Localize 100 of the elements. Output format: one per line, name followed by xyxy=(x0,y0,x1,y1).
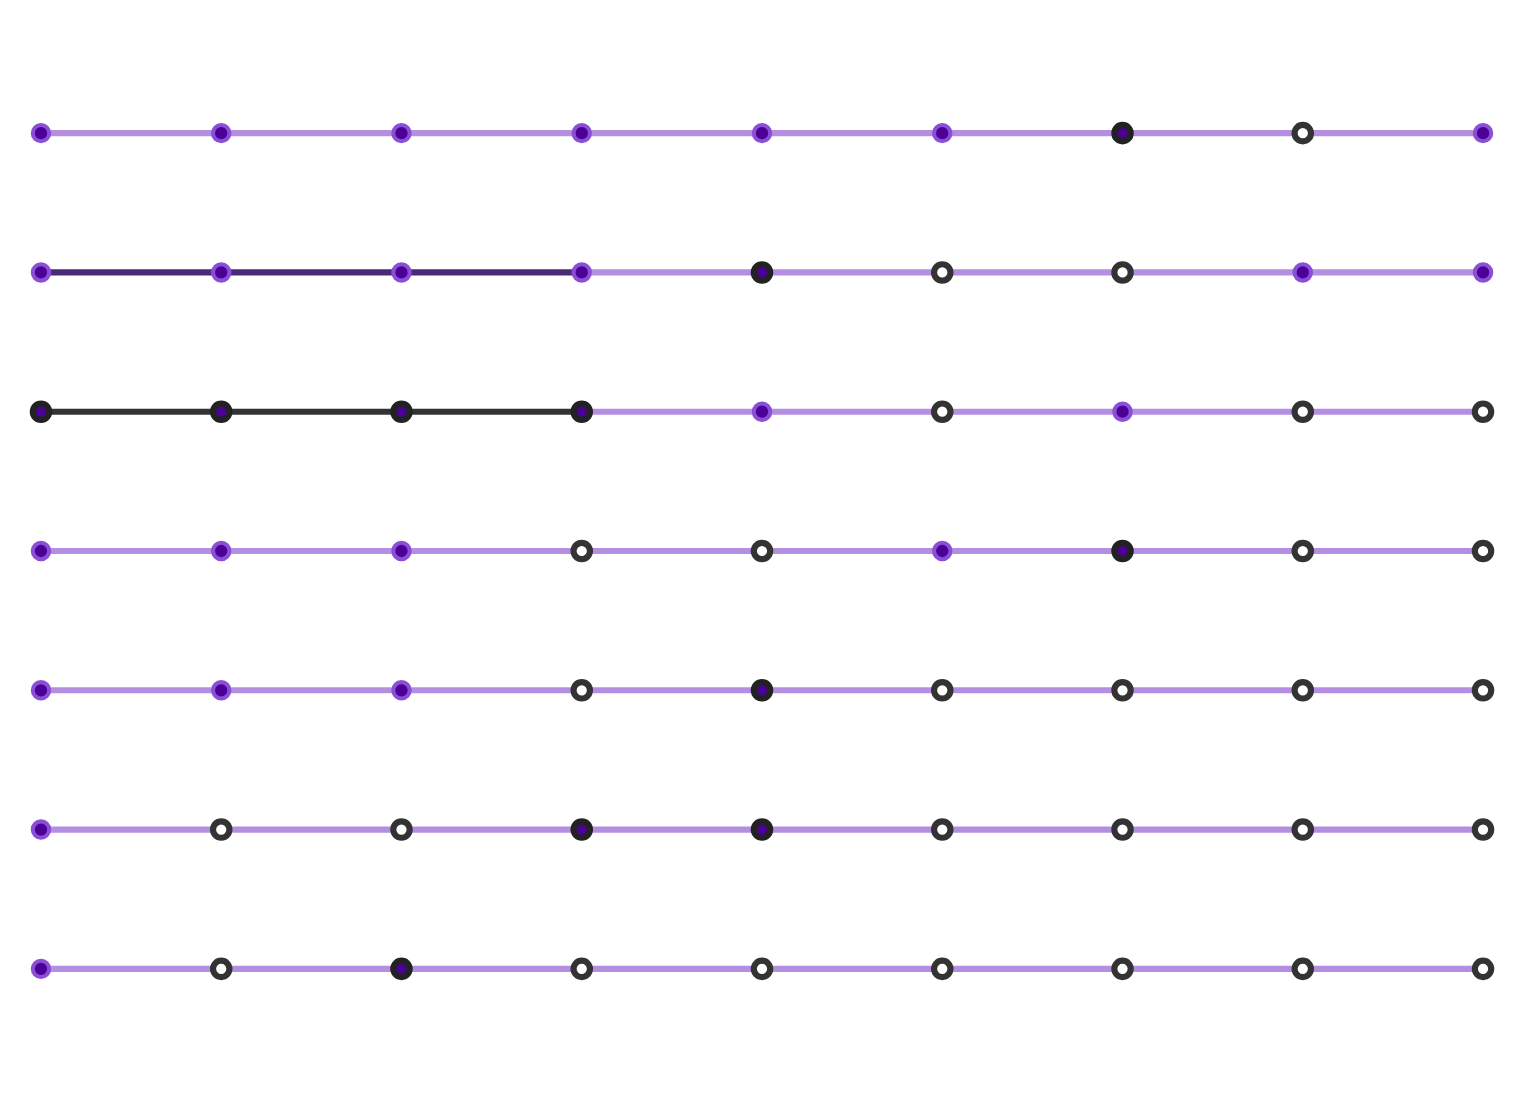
connector xyxy=(49,269,214,276)
node-circle xyxy=(570,957,593,981)
connector xyxy=(589,269,754,276)
connector xyxy=(1130,547,1295,555)
node-circle xyxy=(570,400,593,423)
connector xyxy=(589,547,754,555)
connector xyxy=(229,408,394,415)
node-circle xyxy=(1471,679,1495,702)
node-circle xyxy=(30,262,52,283)
connector xyxy=(229,826,394,833)
connector xyxy=(589,408,754,415)
connector xyxy=(1130,687,1295,694)
node-circle xyxy=(1291,679,1315,702)
connector xyxy=(770,269,935,276)
node-circle xyxy=(211,122,232,144)
node-circle xyxy=(209,400,233,423)
connector xyxy=(770,826,935,833)
node-circle xyxy=(391,680,412,701)
node-circle xyxy=(751,122,773,144)
node-circle xyxy=(750,539,774,563)
connector xyxy=(1130,269,1295,276)
connector xyxy=(409,965,574,972)
connector xyxy=(229,687,394,694)
node-circle xyxy=(390,400,413,423)
node-circle xyxy=(1111,261,1134,284)
node-circle xyxy=(1291,400,1315,423)
node-circle xyxy=(570,539,593,563)
connector xyxy=(770,408,935,415)
node-circle xyxy=(391,122,412,144)
connector xyxy=(589,687,754,694)
node-circle xyxy=(571,122,592,144)
node-circle xyxy=(931,818,954,841)
node-circle xyxy=(1471,818,1495,841)
node-circle xyxy=(932,122,953,144)
connector xyxy=(950,826,1115,833)
connector xyxy=(770,547,935,555)
node-circle xyxy=(30,819,52,840)
connector xyxy=(770,687,935,694)
connector xyxy=(770,965,935,972)
node-circle xyxy=(571,262,592,283)
connector xyxy=(589,130,754,137)
node-circle xyxy=(1112,401,1133,422)
connector xyxy=(1310,965,1475,972)
node-circle xyxy=(1111,121,1134,145)
connector xyxy=(589,826,754,833)
connector xyxy=(1310,547,1475,555)
node-circle xyxy=(391,540,412,562)
node-circle xyxy=(391,262,412,283)
connector xyxy=(1310,130,1475,137)
node-circle xyxy=(1472,262,1494,283)
node-circle xyxy=(211,262,232,283)
connector xyxy=(409,687,574,694)
node-circle xyxy=(1111,679,1134,702)
node-circle xyxy=(1471,539,1495,563)
connector xyxy=(409,547,574,555)
node-circle xyxy=(570,818,593,841)
node-circle xyxy=(211,680,232,701)
connector xyxy=(409,130,574,137)
node-circle xyxy=(931,261,954,284)
node-circle xyxy=(1291,121,1315,145)
node-circle xyxy=(1111,539,1134,563)
connector xyxy=(950,130,1115,137)
node-circle xyxy=(931,400,954,423)
connector xyxy=(409,269,574,276)
node-circle xyxy=(931,679,954,702)
connector xyxy=(1310,826,1475,833)
node-circle xyxy=(750,818,774,841)
connector xyxy=(229,965,394,972)
node-circle xyxy=(750,957,774,981)
node-circle xyxy=(932,540,953,562)
node-circle xyxy=(390,818,413,841)
node-circle xyxy=(1471,957,1495,981)
node-circle xyxy=(30,540,52,562)
connector xyxy=(49,965,214,972)
connector xyxy=(229,547,394,555)
node-circle xyxy=(390,957,413,981)
node-circle xyxy=(1111,818,1134,841)
node-circle xyxy=(209,957,233,981)
node-circle xyxy=(1471,400,1495,423)
connector xyxy=(1310,269,1475,276)
node-circle xyxy=(751,401,773,422)
node-circle xyxy=(1472,122,1494,144)
node-circle xyxy=(30,680,52,701)
node-circle xyxy=(29,400,53,423)
connector xyxy=(49,130,214,137)
connector xyxy=(950,965,1115,972)
connector xyxy=(49,687,214,694)
node-circle xyxy=(30,958,52,980)
node-circle xyxy=(1291,539,1315,563)
node-circle xyxy=(570,679,593,702)
connector xyxy=(409,826,574,833)
connector xyxy=(49,826,214,833)
connector xyxy=(1130,826,1295,833)
connector xyxy=(229,130,394,137)
connector xyxy=(1130,408,1295,415)
node-circle xyxy=(1291,818,1315,841)
connector xyxy=(1130,130,1295,137)
connector xyxy=(770,130,935,137)
node-circle xyxy=(1292,262,1313,283)
connector xyxy=(589,965,754,972)
